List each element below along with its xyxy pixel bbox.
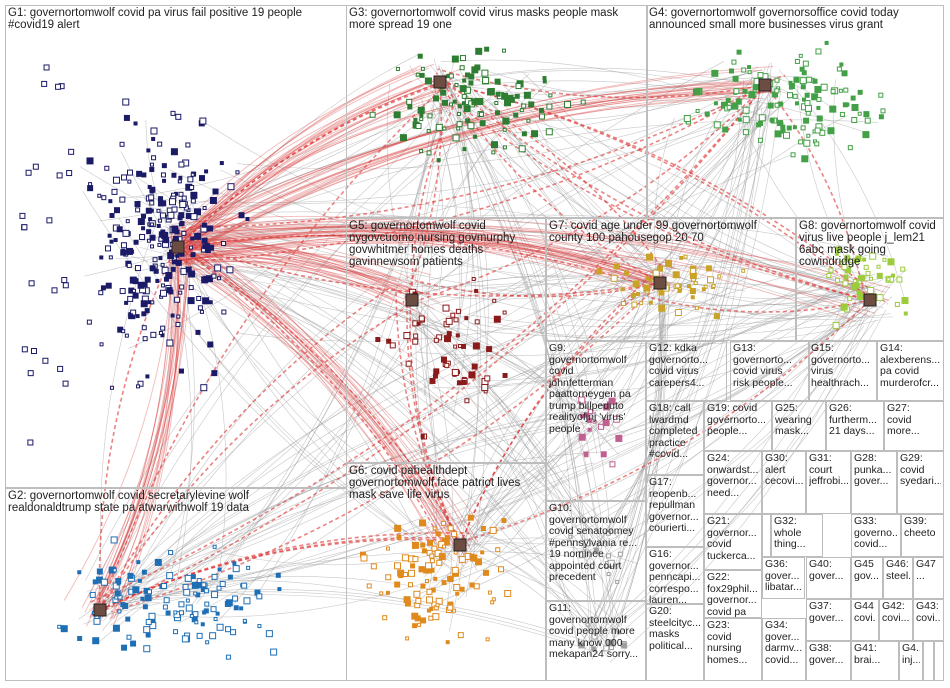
- group-label: G21: governor... covid tuckerca...: [707, 516, 759, 562]
- group-label: G25: wearing mask...: [775, 403, 823, 438]
- group-box-g13: G13: governorto... covid virus risk peop…: [730, 341, 810, 401]
- group-box-g47: G47 ...: [913, 557, 944, 599]
- group-box-g50: G... ...: [934, 641, 944, 681]
- group-label: G12: kdka governorto... covid virus care…: [649, 343, 724, 389]
- group-box-g46: G46: steel...: [883, 557, 913, 599]
- group-label: G1: governortomwolf covid pa virus fail …: [8, 7, 344, 31]
- group-box-g17: G17: reopenb... repullman governor... co…: [646, 475, 704, 547]
- group-label: G5: governortomwolf covid nygovcuomo nur…: [349, 220, 543, 268]
- group-label: G34: gover... darmv... covid...: [765, 620, 803, 666]
- group-label: G19: covid governorto... people...: [707, 403, 769, 438]
- group-box-g28: G28: punka... gover...: [851, 451, 897, 514]
- group-label: G14: alexberens... pa covid murderofcr..…: [880, 343, 941, 389]
- group-box-g2: G2: governortomwolf covid secretarylevin…: [5, 488, 347, 681]
- group-box-g38: G38: gover...: [806, 641, 851, 681]
- group-box-g39: G39: cheeto: [901, 514, 944, 557]
- group-box-g4: G4: governortomwolf governorsoffice covi…: [646, 5, 944, 218]
- group-box-g40: G40: gover...: [806, 557, 851, 599]
- group-box-g10: G10: governortomwolf covid senatoomey #p…: [546, 501, 646, 601]
- group-label: G40: gover...: [809, 559, 848, 582]
- group-label: G30: alert cecovi...: [765, 453, 803, 488]
- group-label: G8: governortomwolf covid virus live peo…: [799, 220, 941, 268]
- group-box-g9: G9: governortomwolf covid johnfetterman …: [546, 341, 646, 501]
- group-box-g19: G19: covid governorto... people...: [704, 401, 772, 451]
- group-box-g44: G44 covi...: [851, 599, 879, 641]
- group-box-g26: G26: furtherm... 21 days...: [826, 401, 884, 451]
- group-box-g49: G... sa...: [923, 641, 934, 681]
- group-box-g48: G4... inj...: [899, 641, 923, 681]
- group-label: G18: call lwardmd completed practice #co…: [649, 403, 701, 461]
- group-label: G17: reopenb... repullman governor... co…: [649, 477, 701, 535]
- group-label: G38: gover...: [809, 643, 848, 666]
- group-box-g12: G12: kdka governorto... covid virus care…: [646, 341, 727, 401]
- group-box-g32: G32: whole thing...: [771, 514, 823, 557]
- group-label: G28: punka... gover...: [854, 453, 894, 488]
- group-label: G9: governortomwolf covid johnfetterman …: [549, 343, 643, 435]
- group-box-g27: G27: covid more...: [884, 401, 944, 451]
- group-box-g7: G7: covid age under 99 governortomwolf c…: [546, 218, 796, 341]
- group-box-g42: G42: covi...: [879, 599, 913, 641]
- group-box-g37: G37: gover...: [806, 599, 851, 641]
- group-label: G37: gover...: [809, 601, 848, 624]
- group-box-g21: G21: governor... covid tuckerca...: [704, 514, 762, 570]
- group-box-g1: G1: governortomwolf covid pa virus fail …: [5, 5, 347, 488]
- group-box-g29: G29: covid syedari...: [897, 451, 944, 514]
- group-box-g6: G6: covid pahealthdept governortomwolf f…: [346, 463, 546, 681]
- group-label: G27: covid more...: [887, 403, 941, 438]
- group-box-g23: G23: covid nursing homes...: [704, 618, 762, 681]
- group-label: G15: governorto... virus healthrach...: [811, 343, 874, 389]
- group-label: G43: covi...: [916, 601, 941, 624]
- group-label: G16: governor... penncapi... correspo...…: [649, 549, 701, 607]
- group-label: G42: covi...: [882, 601, 910, 624]
- group-box-g22: G22: fox29phil... governor... covid pa: [704, 570, 762, 618]
- group-box-g30: G30: alert cecovi...: [762, 451, 806, 514]
- group-label: G32: whole thing...: [774, 516, 820, 551]
- group-box-g14: G14: alexberens... pa covid murderofcr..…: [877, 341, 944, 401]
- group-box-g36: G36: gover... libatar...: [762, 557, 805, 599]
- group-label: G33: governo... covid...: [854, 516, 898, 551]
- group-label: G46: steel...: [886, 559, 910, 582]
- group-label: G11: governortomwolf covid people more m…: [549, 603, 643, 661]
- group-box-g43: G43: covi...: [913, 599, 944, 641]
- group-label: G36: gover... libatar...: [765, 559, 802, 594]
- group-box-g15: G15: governorto... virus healthrach...: [808, 341, 877, 401]
- group-label: G23: covid nursing homes...: [707, 620, 759, 666]
- group-box-g45: G45 gov...: [851, 557, 883, 599]
- group-label: G22: fox29phil... governor... covid pa: [707, 572, 759, 618]
- group-label: G4: governortomwolf governorsoffice covi…: [649, 7, 941, 31]
- group-box-g18: G18: call lwardmd completed practice #co…: [646, 401, 704, 475]
- group-label: G29: covid syedari...: [900, 453, 941, 488]
- group-label: G7: covid age under 99 governortomwolf c…: [549, 220, 793, 244]
- group-label: G24: onwardst... governor... need...: [707, 453, 759, 499]
- group-box-g24: G24: onwardst... governor... need...: [704, 451, 762, 514]
- group-box-g20: G20: steelcityc... masks political...: [646, 604, 704, 681]
- group-label: G10: governortomwolf covid senatoomey #p…: [549, 503, 643, 584]
- group-label: G4... inj...: [902, 643, 920, 666]
- group-box-g33: G33: governo... covid...: [851, 514, 901, 557]
- group-label: G47 ...: [916, 559, 941, 582]
- group-label: G45 gov...: [854, 559, 880, 582]
- group-label: G26: furtherm... 21 days...: [829, 403, 881, 438]
- group-label: G31: court jeffrobi...: [809, 453, 848, 488]
- group-box-g16: G16: governor... penncapi... correspo...…: [646, 547, 704, 604]
- group-box-g41: G41: brai...: [851, 641, 899, 681]
- group-box-g5: G5: governortomwolf covid nygovcuomo nur…: [346, 218, 546, 463]
- group-box-g3: G3: governortomwolf covid virus masks pe…: [346, 5, 648, 218]
- group-box-g8: G8: governortomwolf covid virus live peo…: [796, 218, 944, 341]
- group-label: G39: cheeto: [904, 516, 941, 539]
- group-label: G44 covi...: [854, 601, 876, 624]
- group-box-g34: G34: gover... darmv... covid...: [762, 618, 806, 681]
- group-label: G3: governortomwolf covid virus masks pe…: [349, 7, 645, 31]
- group-label: G20: steelcityc... masks political...: [649, 606, 701, 652]
- group-label: G2: governortomwolf covid secretarylevin…: [8, 490, 344, 514]
- group-box-g35: G35: unem... job state: [762, 514, 771, 557]
- group-label: G6: covid pahealthdept governortomwolf f…: [349, 465, 543, 501]
- group-box-g25: G25: wearing mask...: [772, 401, 826, 451]
- group-label: G13: governorto... covid virus risk peop…: [733, 343, 807, 389]
- group-box-g11: G11: governortomwolf covid people more m…: [546, 601, 646, 681]
- group-box-g31: G31: court jeffrobi...: [806, 451, 851, 514]
- group-label: G41: brai...: [854, 643, 896, 666]
